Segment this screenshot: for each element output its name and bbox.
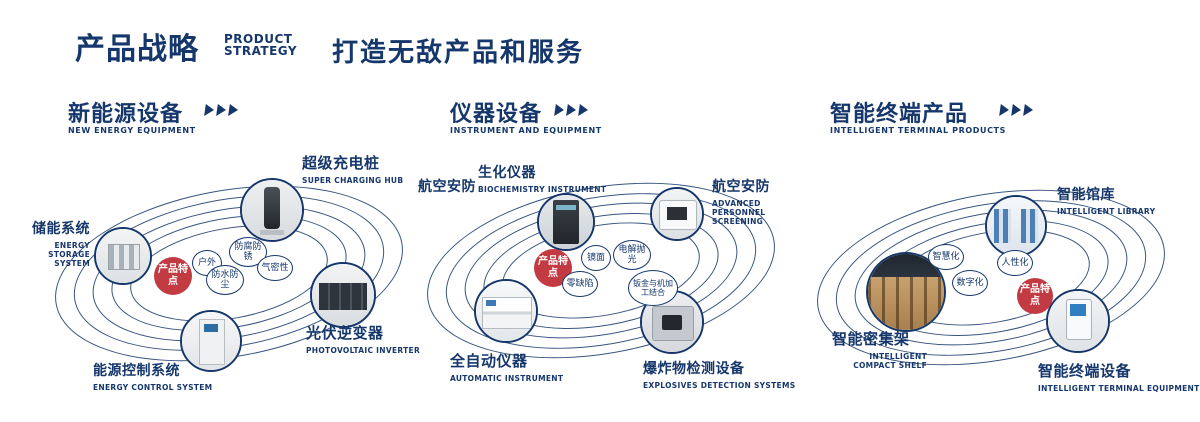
section-subtitle-new-energy: NEW ENERGY EQUIPMENT xyxy=(68,126,196,135)
label-compact-shelf-en: INTELLIGENT COMPACT SHELF xyxy=(853,352,927,370)
section-title-intelligent: 智能终端产品 xyxy=(830,102,969,127)
feature-tag: 零缺陷 xyxy=(562,271,598,297)
triple-chevron-icon xyxy=(999,104,1034,116)
label-biochemistry-zh: 生化仪器 xyxy=(478,165,536,181)
product-node-intelligent-library xyxy=(985,195,1047,257)
feature-tag: 数字化 xyxy=(952,270,988,296)
product-node-energy-control xyxy=(180,310,242,372)
section-subtitle-intelligent: INTELLIGENT TERMINAL PRODUCTS xyxy=(830,126,1006,135)
product-features-badge: 产品特点 xyxy=(1017,278,1053,314)
section-title-instruments: 仪器设备 xyxy=(450,102,543,127)
page-slogan: 打造无敌产品和服务 xyxy=(332,38,585,68)
page-subtitle-line1: PRODUCT xyxy=(224,32,293,46)
label-biochemistry: 生化仪器 BIOCHEMISTRY INSTRUMENT xyxy=(478,162,606,194)
label-pv-inverter-en: PHOTOVOLTAIC INVERTER xyxy=(306,346,421,355)
triple-chevron-icon xyxy=(554,104,589,116)
label-aviation-security-en: ADVANCED PERSONNEL SCREENING xyxy=(712,199,766,226)
label-terminal-equipment: 智能终端设备 INTELLIGENT TERMINAL EQUIPMENT xyxy=(1038,360,1200,393)
label-energy-storage-en: ENERGY STORAGE SYSTEM xyxy=(48,241,90,268)
label-pv-inverter-zh: 光伏逆变器 xyxy=(306,324,384,342)
label-terminal-equipment-en: INTELLIGENT TERMINAL EQUIPMENT xyxy=(1038,384,1200,393)
product-node-pv-inverter xyxy=(310,262,376,328)
label-pv-inverter: 光伏逆变器 PHOTOVOLTAIC INVERTER xyxy=(306,322,420,355)
explosives-detector-photo xyxy=(642,292,702,352)
label-intelligent-library-en: INTELLIGENT LIBRARY xyxy=(1057,207,1156,216)
label-aviation-security-left-zh: 航空安防 xyxy=(418,179,476,195)
super-charger-photo xyxy=(242,180,302,240)
product-node-automatic-instrument xyxy=(474,279,538,343)
product-node-aviation-security xyxy=(650,187,704,241)
product-node-energy-storage xyxy=(94,227,152,285)
feature-tag: 钣金与机加工结合 xyxy=(628,270,678,306)
automatic-instrument-photo xyxy=(476,281,536,341)
feature-tag: 电解抛光 xyxy=(613,240,651,270)
pv-inverter-photo xyxy=(312,264,374,326)
page-subtitle: PRODUCT STRATEGY xyxy=(224,33,297,57)
feature-tag: 防水防尘 xyxy=(206,265,244,295)
label-explosives-detector-en: EXPLOSIVES DETECTION SYSTEMS xyxy=(643,381,796,390)
label-super-charger: 超级充电桩 SUPER CHARGING HUB xyxy=(302,152,403,185)
triple-chevron-icon xyxy=(204,104,239,116)
page-subtitle-line2: STRATEGY xyxy=(224,44,298,58)
product-node-super-charger xyxy=(240,178,304,242)
product-node-explosives-detector xyxy=(640,290,704,354)
energy-control-photo xyxy=(182,312,240,370)
product-features-badge: 产品特点 xyxy=(154,257,192,295)
label-terminal-equipment-zh: 智能终端设备 xyxy=(1038,362,1132,380)
feature-tag: 人性化 xyxy=(997,250,1033,276)
page-title: 产品战略 xyxy=(75,32,199,67)
intelligent-library-photo xyxy=(987,197,1045,255)
label-automatic-instrument: 全自动仪器 AUTOMATIC INSTRUMENT xyxy=(450,350,563,383)
section-subtitle-instruments: INSTRUMENT AND EQUIPMENT xyxy=(450,126,602,135)
label-aviation-security: 航空安防 ADVANCED PERSONNEL SCREENING xyxy=(712,176,804,226)
label-aviation-security-left: 航空安防 xyxy=(418,176,476,196)
label-energy-control-en: ENERGY CONTROL SYSTEM xyxy=(93,383,213,392)
label-explosives-detector: 爆炸物检测设备 EXPLOSIVES DETECTION SYSTEMS xyxy=(643,358,795,390)
label-compact-shelf: 智能密集架 INTELLIGENT COMPACT SHELF xyxy=(832,328,927,370)
compact-shelf-photo xyxy=(868,254,944,330)
label-explosives-detector-zh: 爆炸物检测设备 xyxy=(643,361,745,377)
label-automatic-instrument-en: AUTOMATIC INSTRUMENT xyxy=(450,374,564,383)
product-node-compact-shelf xyxy=(866,252,946,332)
label-automatic-instrument-zh: 全自动仪器 xyxy=(450,352,528,370)
label-super-charger-en: SUPER CHARGING HUB xyxy=(302,176,404,185)
energy-storage-photo xyxy=(96,229,150,283)
aviation-security-photo xyxy=(652,189,702,239)
label-biochemistry-en: BIOCHEMISTRY INSTRUMENT xyxy=(478,185,607,194)
product-node-terminal-equipment xyxy=(1046,289,1110,353)
biochemistry-photo xyxy=(539,195,593,249)
label-aviation-security-zh: 航空安防 xyxy=(712,179,770,195)
label-energy-control: 能源控制系统 ENERGY CONTROL SYSTEM xyxy=(93,360,212,392)
label-intelligent-library: 智能馆库 INTELLIGENT LIBRARY xyxy=(1057,184,1155,216)
label-energy-storage-zh: 储能系统 xyxy=(32,221,90,237)
feature-tag: 镜面 xyxy=(581,245,611,271)
product-node-biochemistry xyxy=(537,193,595,251)
label-energy-storage: 储能系统 ENERGY STORAGE SYSTEM xyxy=(14,218,90,268)
label-energy-control-zh: 能源控制系统 xyxy=(93,363,180,379)
feature-tag: 气密性 xyxy=(257,255,293,281)
label-intelligent-library-zh: 智能馆库 xyxy=(1057,187,1115,203)
label-super-charger-zh: 超级充电桩 xyxy=(302,154,380,172)
feature-tag: 智慧化 xyxy=(928,244,964,270)
section-title-new-energy: 新能源设备 xyxy=(68,102,184,127)
terminal-equipment-photo xyxy=(1048,291,1108,351)
label-compact-shelf-zh: 智能密集架 xyxy=(832,330,910,348)
